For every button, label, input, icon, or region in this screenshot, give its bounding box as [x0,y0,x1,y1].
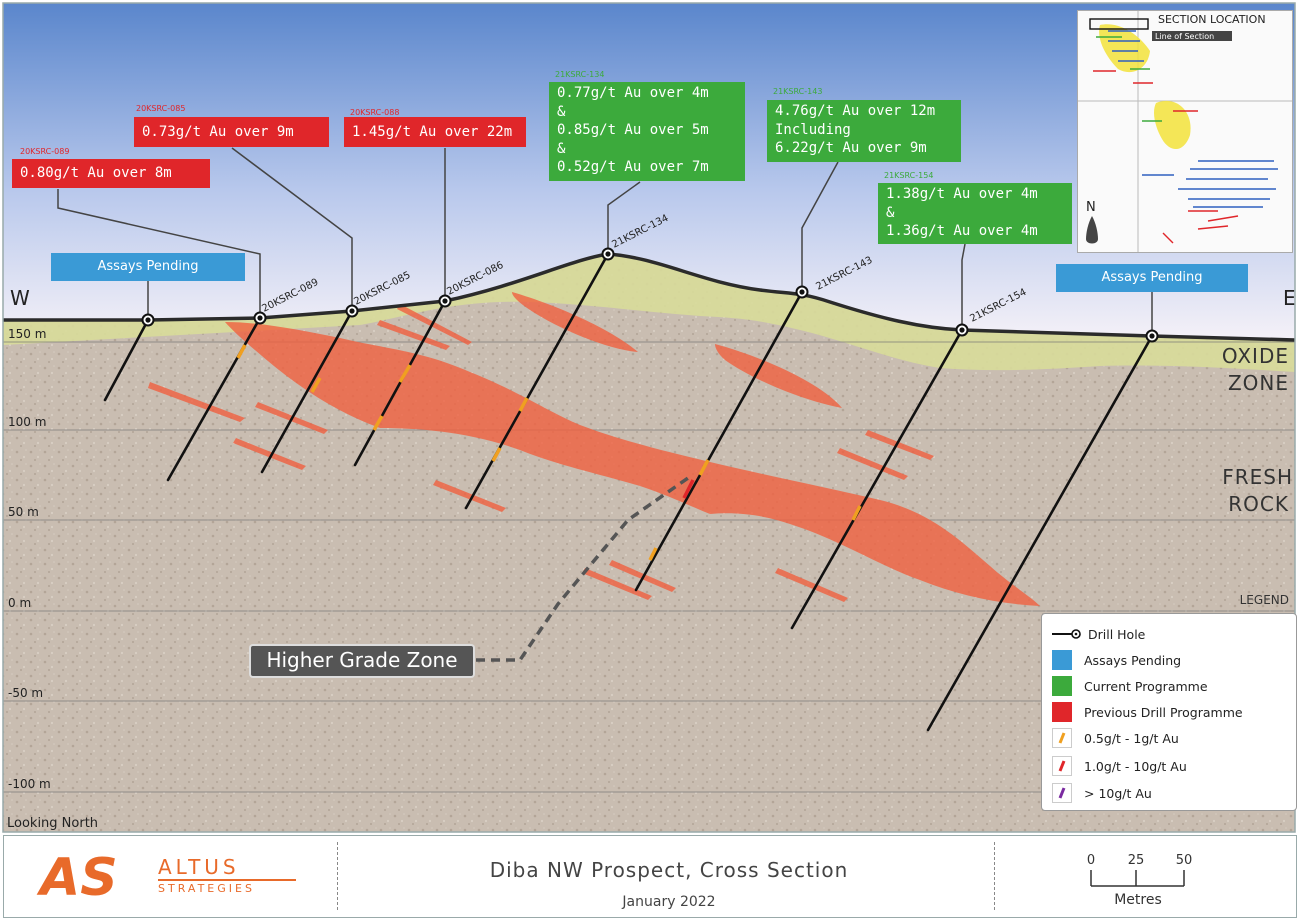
assays-pending-swatch [1052,650,1072,670]
assay-line: 4.76g/t Au over 12m [775,103,936,119]
assay-line: 1.38g/t Au over 4m [886,186,1038,202]
legend-item-mid-grade: 1.0g/t - 10g/t Au [1052,756,1187,776]
scale-bar: 0 25 50 Metres [1087,853,1193,908]
current-programme-swatch [1052,676,1072,696]
drill-collars [141,247,1159,343]
elevation-label: 150 m [8,327,46,341]
title-block: AS ALTUS STRATEGIES Diba NW Prospect, Cr… [3,835,1297,918]
mineralised-zone [225,322,1040,606]
higher-grade-zone-label: Higher Grade Zone [249,644,475,678]
location-map-graphic: Line of Section SECTION LOCATION N [1078,11,1292,252]
assay-result-21ksrc-143: 4.76g/t Au over 12m Including 6.22g/t Au… [767,100,961,162]
hole-tag-20ksrc-088: 20KSRC-088 [350,108,400,117]
assay-result-20ksrc-086: 1.45g/t Au over 22m [344,117,526,147]
assay-line: Including [775,121,851,138]
north-label: N [1086,200,1096,215]
assay-line: 0.52g/t Au over 7m [557,159,709,175]
ground-surface [3,252,1295,342]
assay-line: 1.45g/t Au over 22m [352,124,513,140]
previous-programme-swatch [1052,702,1072,722]
assays-pending-box: Assays Pending [1056,264,1248,292]
elevation-label: -100 m [8,777,51,791]
assay-line: 0.80g/t Au over 8m [20,165,172,181]
legend-item-low-grade: 0.5g/t - 1g/t Au [1052,728,1179,748]
mineralised-lens [715,344,842,408]
elevation-label: 0 m [8,596,31,610]
footer-divider [994,842,995,910]
scale-unit: Metres [1114,892,1162,908]
hole-tag-20ksrc-085: 20KSRC-085 [136,104,186,113]
legend-item-current-programme: Current Programme [1052,676,1208,696]
minor-veins [148,304,934,602]
legend-label: 1.0g/t - 10g/t Au [1084,758,1187,774]
assay-result-20ksrc-085: 0.73g/t Au over 9m [134,117,329,147]
hole-tag-20ksrc-089: 20KSRC-089 [20,147,70,156]
label-leaders [57,147,1153,336]
altus-strategies-logo: AS ALTUS STRATEGIES [36,848,296,908]
scale-tick-label: 25 [1128,853,1145,868]
oxide-zone-label: ZONE [1228,371,1289,395]
east-label: E [1283,286,1296,310]
legend-item-high-grade: > 10g/t Au [1052,783,1152,803]
map-title: Diba NW Prospect, Cross Section [489,858,849,882]
higher-grade-leader [476,476,690,662]
hole-tag-21ksrc-134: 21KSRC-134 [555,70,605,79]
north-arrow-icon [1086,216,1098,244]
hole-tag-21ksrc-154: 21KSRC-154 [884,171,934,180]
west-label: W [10,286,30,310]
assay-line: & [557,140,566,157]
assay-line: 0.85g/t Au over 5m [557,122,709,138]
assay-line: 0.73g/t Au over 9m [142,124,294,140]
mineralised-lens [512,292,638,352]
legend-title: LEGEND [1240,593,1289,607]
assay-line: 6.22g/t Au over 9m [775,140,927,156]
elevation-label: 100 m [8,415,46,429]
low-grade-tick-icon [1052,728,1072,748]
logo-mark: AS [36,848,118,908]
assay-line: 0.77g/t Au over 4m [557,85,709,101]
line-of-section-label: Line of Section [1155,32,1214,41]
hole-tag-21ksrc-143: 21KSRC-143 [773,87,823,96]
drill-hole-traces [103,252,1154,732]
fresh-rock-label: ROCK [1228,492,1289,516]
assay-result-20ksrc-089: 0.80g/t Au over 8m [12,159,210,188]
section-location-title: SECTION LOCATION [1158,13,1266,26]
assay-result-21ksrc-154: 1.38g/t Au over 4m & 1.36g/t Au over 4m [878,183,1072,244]
legend-panel: Drill Hole Assays Pending Current Progra… [1041,613,1297,811]
footer-divider [337,842,338,910]
assay-result-21ksrc-134: 0.77g/t Au over 4m & 0.85g/t Au over 5m … [549,82,745,181]
legend-label: Current Programme [1084,678,1208,694]
mid-grade-tick-icon [1052,756,1072,776]
legend-item-previous-programme: Previous Drill Programme [1052,702,1243,722]
logo-line1: ALTUS [158,855,240,879]
scale-tick-label: 0 [1087,853,1095,868]
legend-item-drill-hole: Drill Hole [1052,624,1145,644]
assay-line: & [557,103,566,120]
drill-hole-icon [1052,624,1082,644]
elevation-label: 50 m [8,505,39,519]
logo-line2: STRATEGIES [158,882,255,895]
map-date: January 2022 [622,894,716,910]
legend-label: Assays Pending [1084,652,1182,668]
assay-intercepts [236,344,862,561]
legend-label: > 10g/t Au [1084,785,1152,801]
map-frame [2,2,1296,833]
assay-line: 1.36g/t Au over 4m [886,223,1038,239]
oxide-zone-label: OXIDE [1222,344,1289,368]
elevation-label: -50 m [8,686,43,700]
assays-pending-box: Assays Pending [51,253,245,281]
legend-label: Previous Drill Programme [1084,704,1243,720]
section-location-map: Line of Section SECTION LOCATION N [1077,10,1293,253]
high-grade-tick-icon [1052,783,1072,803]
assay-line: & [886,204,895,221]
looking-north-label: Looking North [7,816,98,831]
scale-tick-label: 50 [1176,853,1193,868]
legend-label: Drill Hole [1088,626,1146,642]
legend-label: 0.5g/t - 1g/t Au [1084,730,1179,746]
legend-item-assays-pending: Assays Pending [1052,650,1181,670]
fresh-rock-label: FRESH [1222,465,1293,489]
